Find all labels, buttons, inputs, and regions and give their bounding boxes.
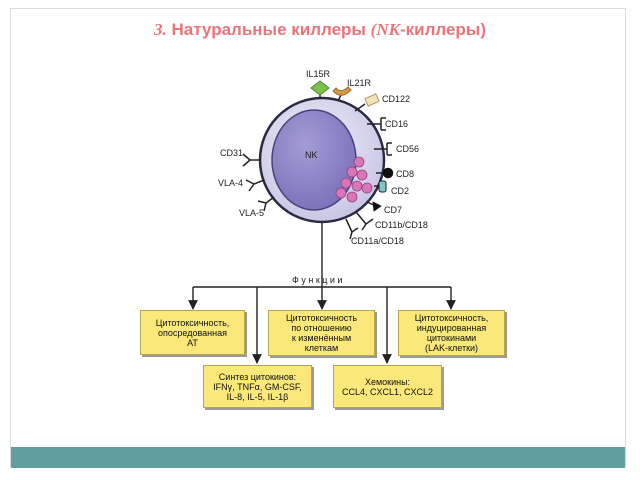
- vla4-receptor-icon: [245, 179, 265, 192]
- cd56-label: CD56: [396, 144, 419, 154]
- cd31-receptor-icon: [242, 153, 261, 167]
- footer-bar: [11, 447, 625, 468]
- vla4-label: VLA-4: [218, 178, 243, 188]
- vla5-receptor-icon: [257, 196, 275, 212]
- box-antibody-cytotoxicity: Цитотоксичность, опосредованная АТ: [140, 310, 245, 355]
- cd8-label: CD8: [396, 169, 414, 179]
- functions-heading: Функции: [292, 275, 345, 285]
- title-main: Натуральные киллеры: [166, 20, 371, 39]
- vla5-label: VLA-5: [239, 208, 264, 218]
- nk-label: NK: [305, 150, 318, 160]
- il15r-label: IL15R: [306, 69, 331, 79]
- cytotoxic-granules: [335, 156, 373, 203]
- function-connectors: [188, 222, 456, 364]
- cd16-receptor-icon: [367, 117, 386, 131]
- title-number: 3.: [154, 20, 167, 39]
- cd7-label: CD7: [384, 205, 402, 215]
- box-lak-cytotoxicity: Цитотоксичность, индуцированная цитокина…: [398, 310, 505, 356]
- cd2-label: CD2: [391, 186, 409, 196]
- cd16-label: CD16: [385, 119, 408, 129]
- cd11b-receptor-icon: [355, 211, 374, 231]
- cd11b-label: CD11b/CD18: [375, 220, 428, 230]
- title-open-paren: (: [370, 20, 377, 39]
- box-altered-cell-cytotoxicity: Цитотоксичность по отношению к изменённы…: [268, 310, 375, 356]
- cd31-label: CD31: [220, 148, 243, 158]
- cd122-label: CD122: [382, 94, 410, 104]
- slide-title: 3. Натуральные киллеры (NK-киллеры): [0, 20, 640, 40]
- cd8-receptor-icon: [376, 167, 394, 179]
- il21r-label: IL21R: [347, 78, 372, 88]
- title-abbr: NK: [376, 20, 400, 39]
- cd11a-receptor-icon: [345, 218, 359, 240]
- cd11a-label: CD11a/CD18: [351, 236, 404, 246]
- box-chemokines: Хемокины: CCL4, CXCL1, CXCL2: [333, 365, 442, 408]
- il21r-receptor-icon: [332, 86, 352, 102]
- cd122-receptor-icon: [354, 93, 380, 112]
- box-cytokine-synthesis: Синтез цитокинов: IFNγ, TNFα, GM-CSF, IL…: [203, 365, 312, 408]
- cd56-receptor-icon: [374, 142, 392, 156]
- title-suffix: -киллеры): [399, 20, 486, 39]
- il15r-receptor-icon: [310, 80, 330, 98]
- cd2-receptor-icon: [374, 180, 387, 193]
- cd7-receptor-icon: [366, 201, 382, 212]
